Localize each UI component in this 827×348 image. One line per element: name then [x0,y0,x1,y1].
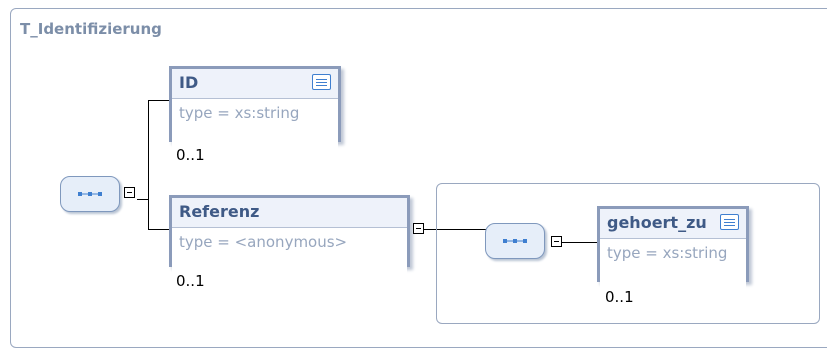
collapse-minus-icon[interactable] [413,223,424,234]
element-header: ID [172,69,338,99]
connector-line [137,199,149,200]
connector-line [148,229,169,230]
sequence-compositor[interactable] [485,223,545,259]
element-referenz[interactable]: Referenz type = <anonymous> [169,195,410,299]
element-name: gehoert_zu [607,213,707,232]
cardinality-label: 0..1 [176,146,205,164]
cardinality-label: 0..1 [605,288,634,306]
cardinality-label: 0..1 [176,272,205,290]
complex-type-title: T_Identifizierung [20,20,162,38]
sequence-compositor[interactable] [60,176,120,212]
documentation-icon [720,214,739,230]
collapse-minus-icon[interactable] [124,187,135,198]
element-type: type = xs:string [172,99,338,174]
element-gehoert-zu[interactable]: gehoert_zu type = xs:string [597,206,749,314]
element-header: gehoert_zu [600,209,746,239]
element-type: type = <anonymous> [172,228,407,299]
element-header: Referenz [172,198,407,228]
element-name: Referenz [179,202,260,221]
sequence-icon [78,192,102,196]
element-id[interactable]: ID type = xs:string [169,66,341,174]
sequence-icon [503,239,527,243]
element-name: ID [179,73,199,92]
connector-line [148,100,169,101]
element-type: type = xs:string [600,239,746,314]
collapse-minus-icon[interactable] [551,236,562,247]
anonymous-type-frame [436,183,820,324]
connector-line [562,242,598,243]
connector-line [424,229,486,230]
connector-line [148,100,149,230]
documentation-icon [312,74,331,90]
